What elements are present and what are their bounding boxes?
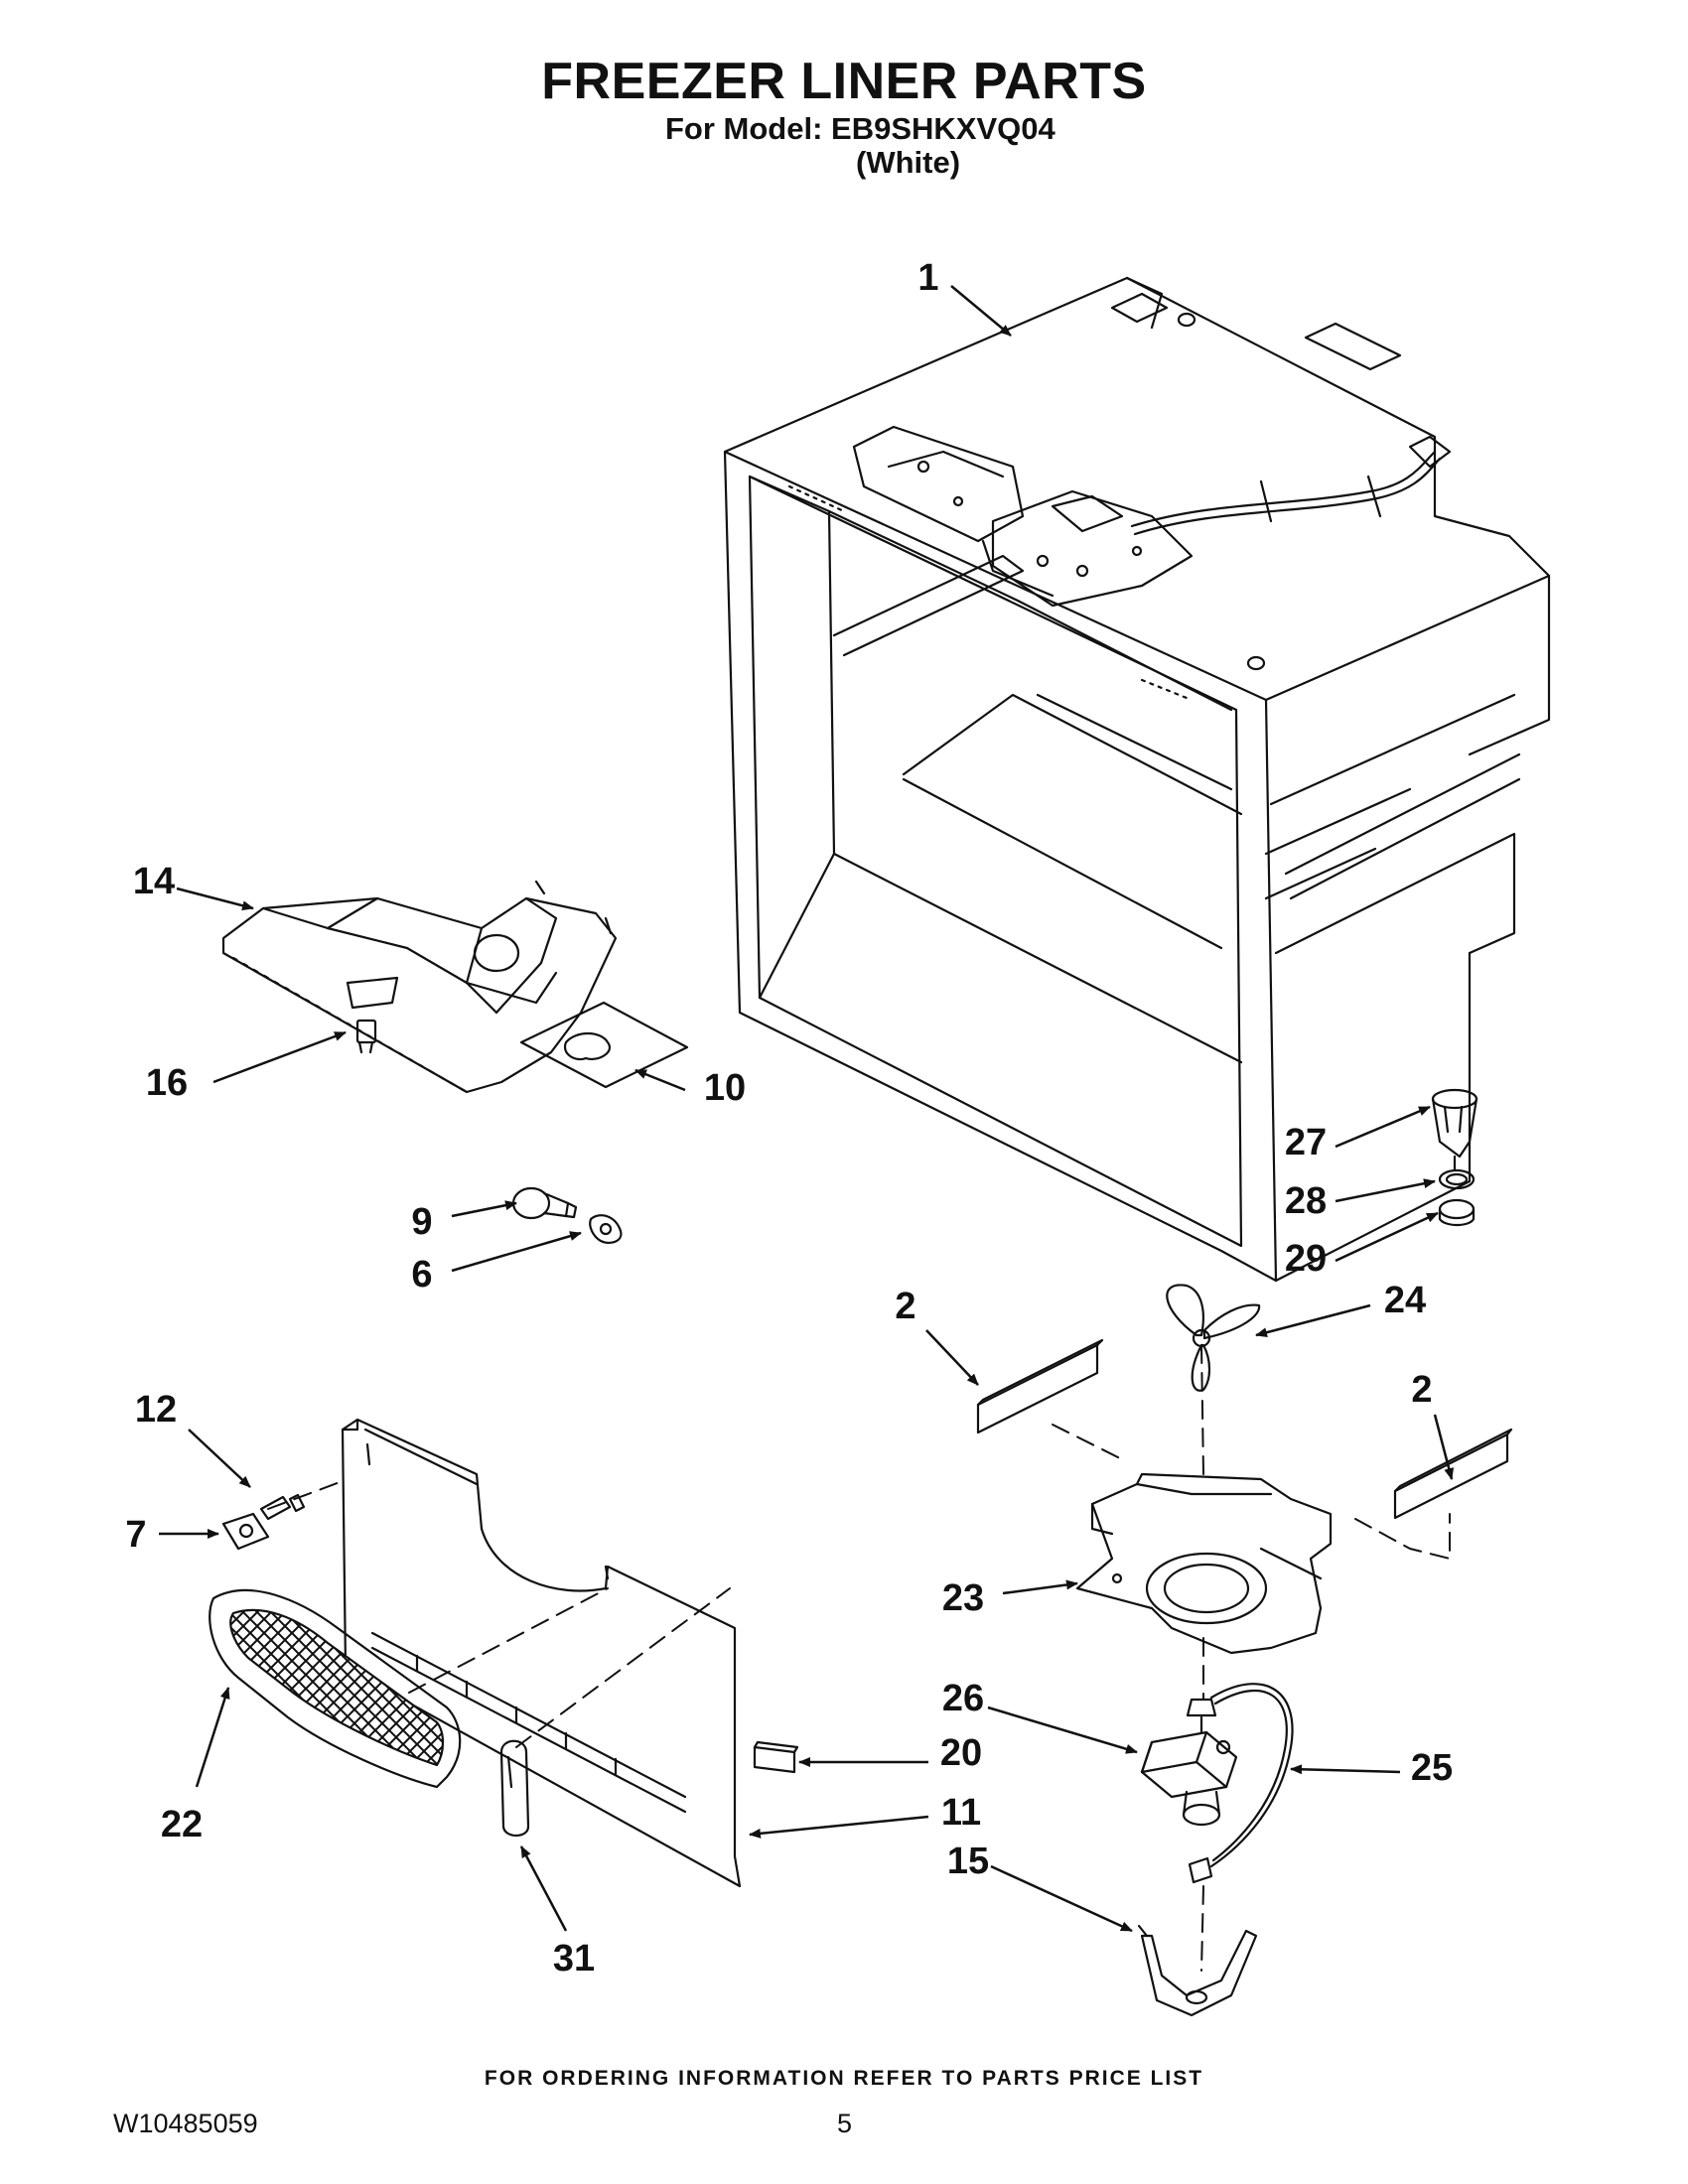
callout-labels: 1 14 16 10 9 6 27 28 29 2 24 2 12 7 23 2… <box>125 257 1453 1979</box>
callout-15: 15 <box>947 1841 989 1882</box>
callout-29: 29 <box>1285 1238 1327 1280</box>
foam-strip-part <box>753 1740 799 1774</box>
ring-part <box>1438 1168 1476 1190</box>
callout-27: 27 <box>1285 1122 1327 1163</box>
wire-harness-part <box>1188 1683 1294 1884</box>
assembly-lines <box>267 1344 1451 1972</box>
color-line: (White) <box>856 145 961 180</box>
clip-part <box>221 1512 270 1551</box>
callout-10: 10 <box>704 1067 746 1109</box>
lamp-part <box>511 1186 578 1220</box>
foam-block-right <box>1393 1428 1513 1520</box>
callout-31: 31 <box>553 1938 595 1979</box>
tube-part <box>499 1739 530 1838</box>
motor-bracket-part <box>1137 1924 1258 2017</box>
callout-16: 16 <box>146 1062 188 1104</box>
callout-2-right: 2 <box>1411 1369 1432 1411</box>
document-number: W10485059 <box>113 2109 258 2138</box>
foam-block-left <box>976 1338 1104 1434</box>
ordering-note: FOR ORDERING INFORMATION REFER TO PARTS … <box>484 2067 1204 2090</box>
callout-25: 25 <box>1411 1747 1453 1789</box>
label-part <box>519 1001 689 1089</box>
callout-22: 22 <box>161 1804 203 1845</box>
freezer-liner-part <box>723 276 1551 1283</box>
callout-28: 28 <box>1285 1180 1327 1222</box>
callout-1: 1 <box>917 257 938 299</box>
page-number: 5 <box>837 2109 853 2138</box>
callout-14: 14 <box>133 861 175 902</box>
cap-part <box>1438 1198 1476 1227</box>
callout-2-left: 2 <box>895 1286 915 1327</box>
grille-part <box>209 1588 462 1789</box>
switch-part <box>355 1019 377 1054</box>
socket-part <box>589 1214 623 1245</box>
screw-part <box>259 1493 306 1521</box>
callout-12: 12 <box>135 1389 177 1431</box>
damper-part <box>1431 1088 1478 1171</box>
callout-20: 20 <box>940 1732 982 1774</box>
model-line: For Model: EB9SHKXVQ04 <box>665 111 1055 146</box>
rear-panel-part <box>341 1418 742 1888</box>
callout-arrows <box>159 285 1455 1933</box>
light-housing-part <box>221 880 618 1094</box>
callout-11: 11 <box>941 1792 981 1834</box>
callout-7: 7 <box>125 1514 146 1556</box>
callout-26: 26 <box>942 1678 984 1719</box>
callout-6: 6 <box>411 1254 432 1296</box>
fan-shroud-part <box>1075 1472 1333 1655</box>
page-title: FREEZER LINER PARTS <box>541 53 1147 110</box>
callout-24: 24 <box>1384 1280 1426 1321</box>
fan-blade-part <box>1166 1284 1261 1392</box>
callout-23: 23 <box>942 1577 984 1619</box>
fan-motor-part <box>1140 1698 1238 1827</box>
callout-9: 9 <box>411 1201 432 1243</box>
